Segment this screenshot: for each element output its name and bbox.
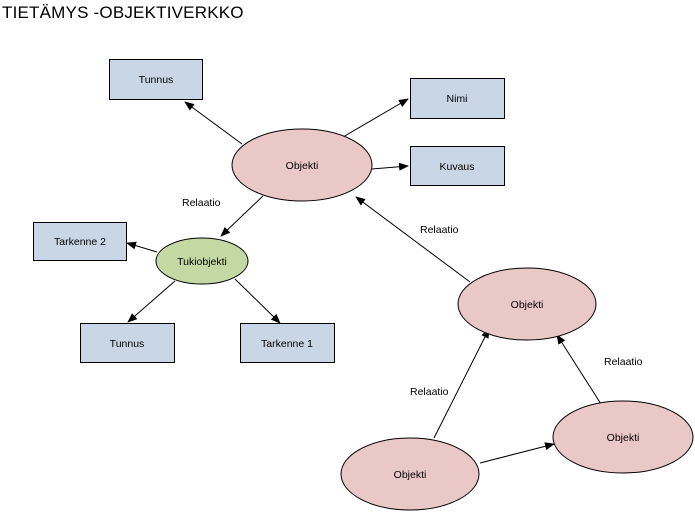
edge-objekti-to-kuvaus [371,162,409,171]
node-label: Objekti [286,160,319,172]
node-label: Objekti [394,469,427,481]
node-nimi: Nimi [410,78,505,119]
node-label: Objekti [607,432,640,444]
node-objekti-right: Objekti [457,267,597,341]
node-kuvaus: Kuvaus [410,146,505,186]
node-ellipse [552,400,694,474]
node-box [240,323,335,363]
edge-objekti-bottom-right-to-right [556,334,602,405]
edge-objekti-to-tukiobjekti [220,195,264,237]
node-tunnus-top: Tunnus [109,59,203,100]
node-ellipse [231,128,373,202]
node-label: Tunnus [110,338,145,350]
edge-tukiobjekti-to-tunnus [127,280,176,323]
node-box [80,323,175,363]
node-label: Kuvaus [439,161,474,173]
node-label: Nimi [447,93,468,105]
node-box [109,59,203,100]
node-objekti-main: Objekti [231,128,373,202]
edge-label-relaatio: Relaatio [420,224,459,236]
page-title: TIETÄMYS -OBJEKTIVERKKO [2,3,244,22]
edge-objekti-right-to-main [355,196,471,283]
node-ellipse [155,237,249,285]
node-box [410,78,505,119]
node-tunnus-bottom: Tunnus [80,323,175,363]
edge-objekti-bottom-left-to-bottom-right [479,442,555,464]
node-tarkenne-2: Tarkenne 2 [33,222,127,261]
node-objekti-bottom-left: Objekti [340,437,480,511]
node-label: Tarkenne 2 [54,236,106,248]
edge-tukiobjekti-to-tarkenne-2 [126,241,158,253]
node-label: Objekti [511,299,544,311]
node-tarkenne-1: Tarkenne 1 [240,323,335,363]
edge-label-relaatio: Relaatio [604,356,643,368]
node-label: Tunnus [139,74,174,86]
node-ellipse [457,267,597,341]
edge-objekti-bottom-left-to-right [433,328,490,439]
edge-label-relaatio: Relaatio [410,386,449,398]
edge-objekti-to-tunnus [184,101,243,145]
node-label: Tarkenne 1 [261,338,313,350]
edge-tukiobjekti-to-tarkenne-1 [234,278,281,324]
node-ellipse [340,437,480,511]
node-box [410,146,505,186]
node-label: Tukiobjekti [177,256,227,268]
node-box [33,222,127,261]
node-tukiobjekti: Tukiobjekti [155,237,249,285]
edge-objekti-to-nimi [342,98,409,138]
node-objekti-bottom-right: Objekti [552,400,694,474]
edge-label-relaatio: Relaatio [182,197,221,209]
